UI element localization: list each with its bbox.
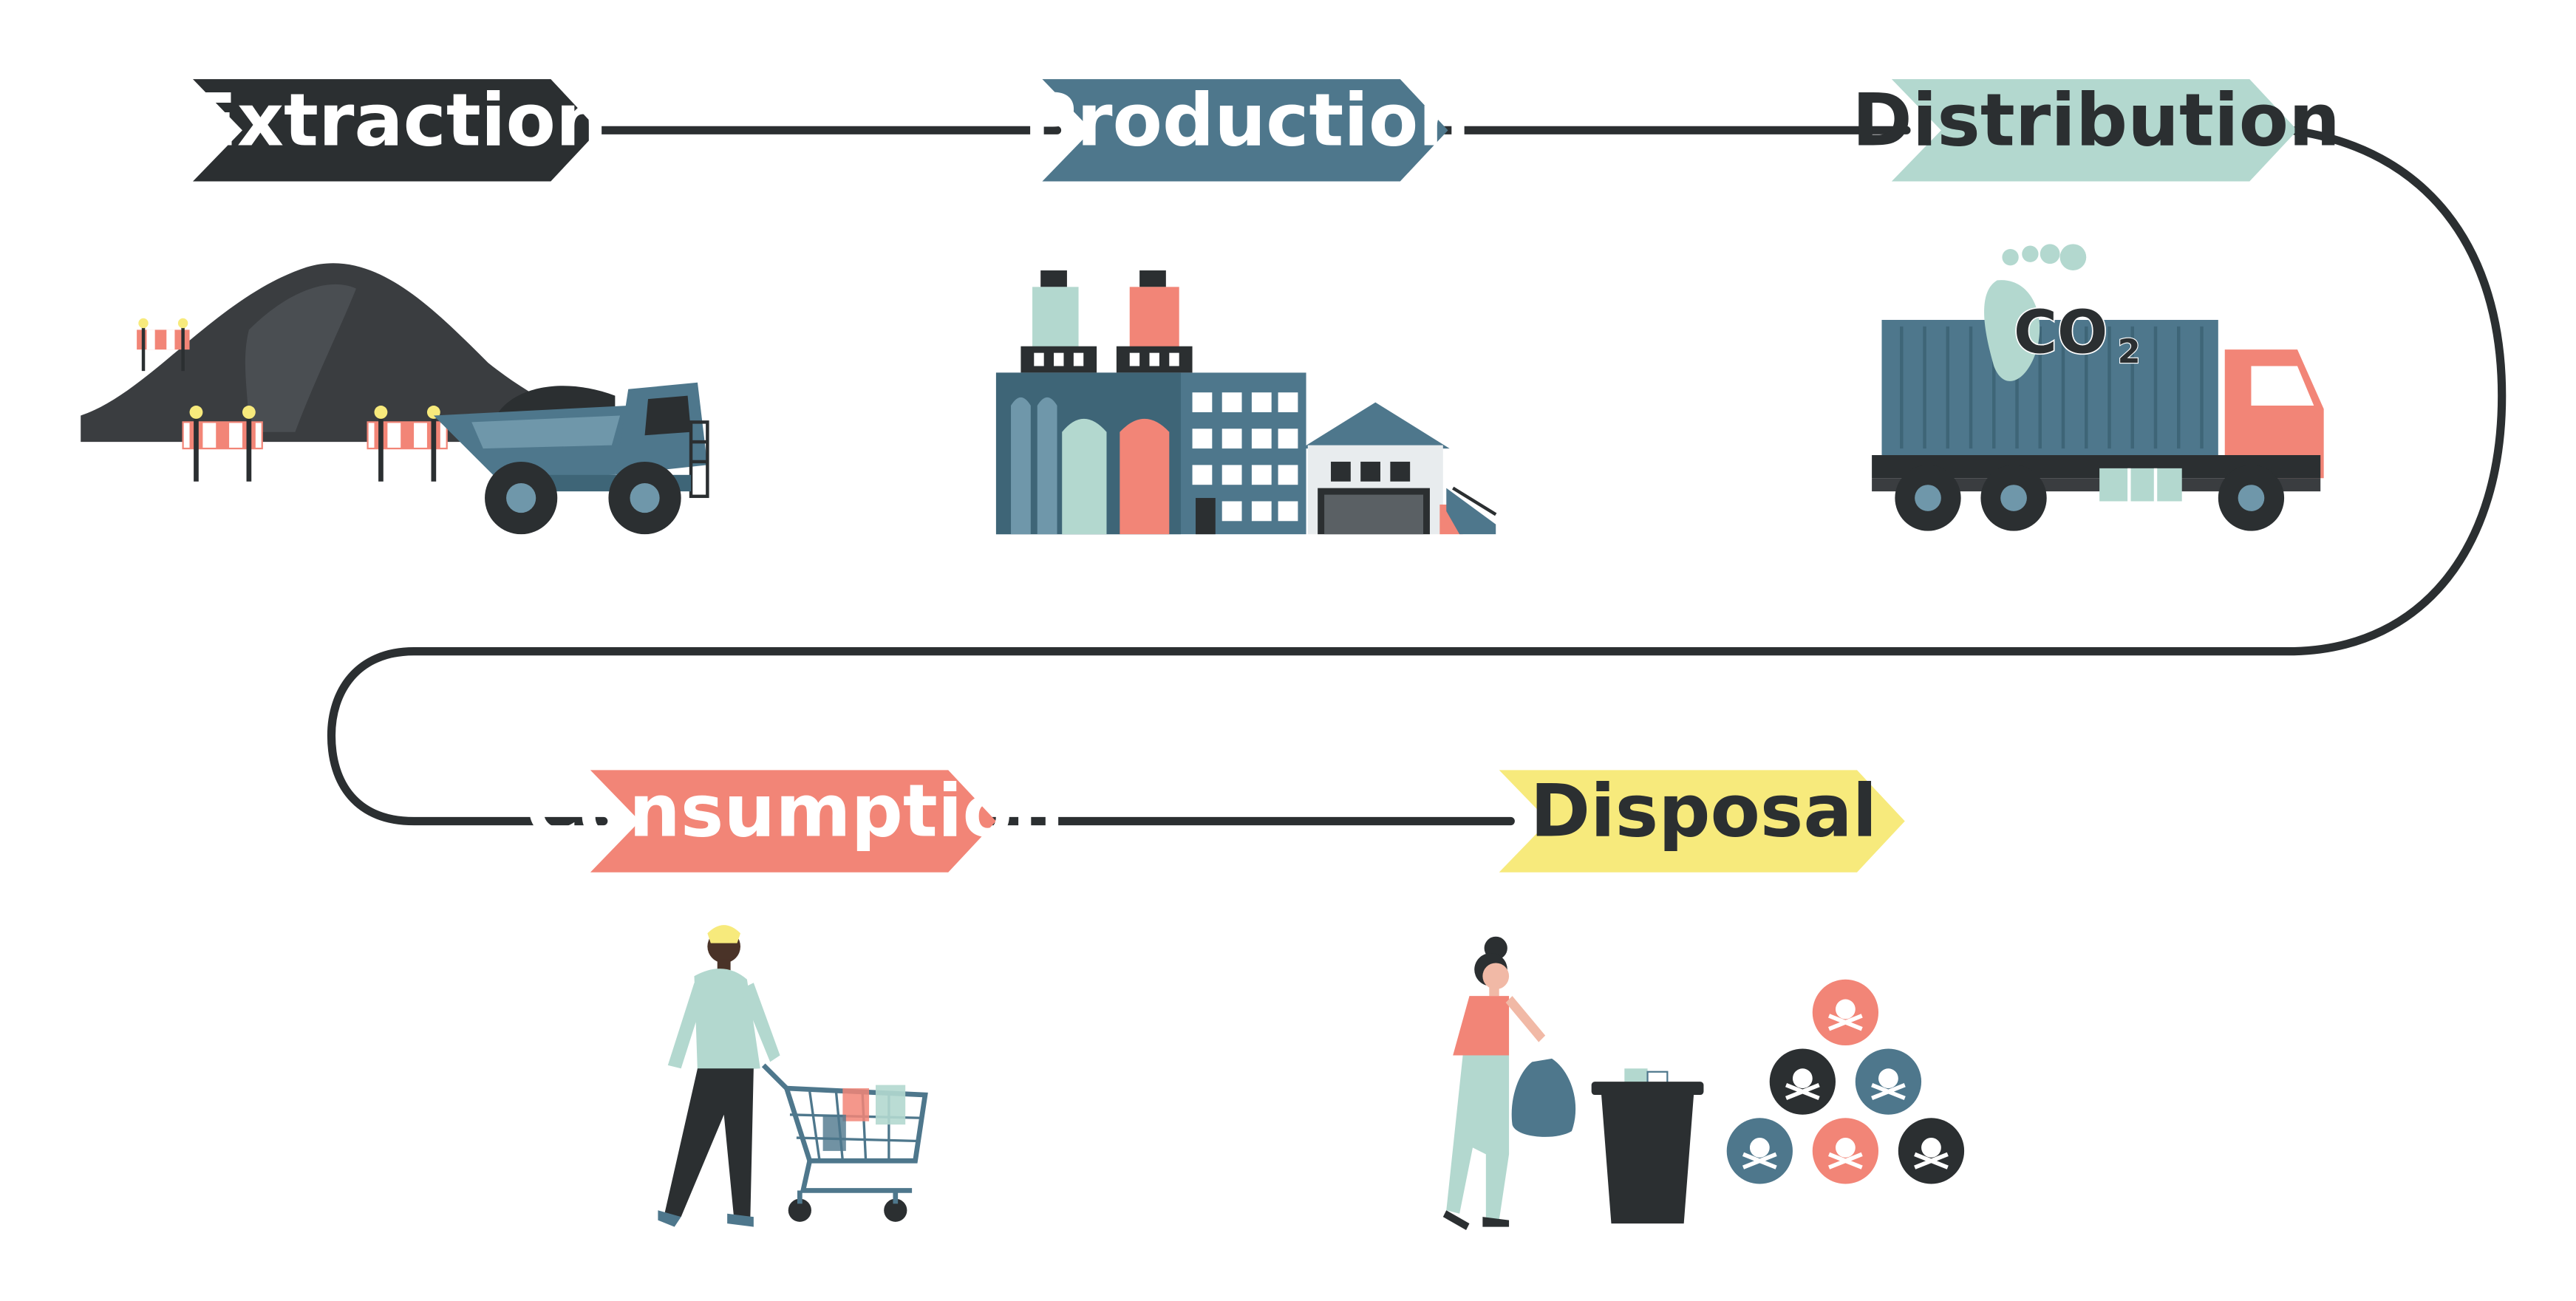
factory-windows [1192,392,1298,522]
banner-shape [1042,79,1448,182]
footprint-icon [1984,244,2087,381]
production-illustration [995,270,1497,535]
co2-label: CO [2014,298,2108,367]
banner-shape [590,770,996,873]
banner-shape [1499,770,1905,873]
cargo-container [1881,319,2218,456]
dump-truck-icon [433,382,709,535]
shopper-person-icon [658,925,780,1227]
skull-circle-icon [1855,1048,1922,1115]
skull-circle-icon [1812,979,1879,1046]
consumption-illustration [658,925,928,1227]
extraction-illustration [81,263,709,535]
banner-shape [1891,79,2297,182]
co2-badge: CO 2 [2012,296,2141,372]
barrier-right-icon [367,406,448,482]
barrier-left-icon [182,406,263,482]
skull-circle-icon [1898,1118,1965,1184]
disposal-illustration [1442,936,1965,1231]
stage-banner-consumption: Consumption [525,770,1064,873]
stage-label-disposal: Disposal [1530,770,1878,854]
banner-shape [192,79,599,182]
skull-circle-icon [1726,1118,1793,1184]
stage-banner-disposal: Disposal [1499,770,1905,873]
warehouse-icon [1301,402,1497,535]
stage-label-distribution: Distribution [1852,78,2340,163]
shopping-cart-icon [761,1063,928,1222]
trash-bag-icon [1511,1058,1576,1137]
trash-bin-icon [1591,1068,1704,1224]
toxic-waste-icon [1726,979,1965,1184]
stage-banner-production: Production [1023,78,1470,182]
stage-label-production: Production [1023,78,1470,163]
chimney-icon [1020,270,1193,373]
barrier-small-icon [137,318,190,372]
stage-label-consumption: Consumption [525,770,1063,854]
skull-circle-icon [1812,1118,1879,1184]
co2-subscript: 2 [2118,332,2141,371]
skull-circle-icon [1769,1048,1836,1115]
coal-mound [81,263,604,443]
distribution-illustration: CO 2 [1872,244,2324,531]
stage-label-extraction: Extraction [188,78,607,163]
coal-mound-highlight [245,284,356,432]
stage-banner-distribution: Distribution [1852,78,2340,182]
flow-path [327,126,2507,826]
stage-banner-extraction: Extraction [188,78,607,182]
disposer-person-icon [1442,936,1546,1231]
